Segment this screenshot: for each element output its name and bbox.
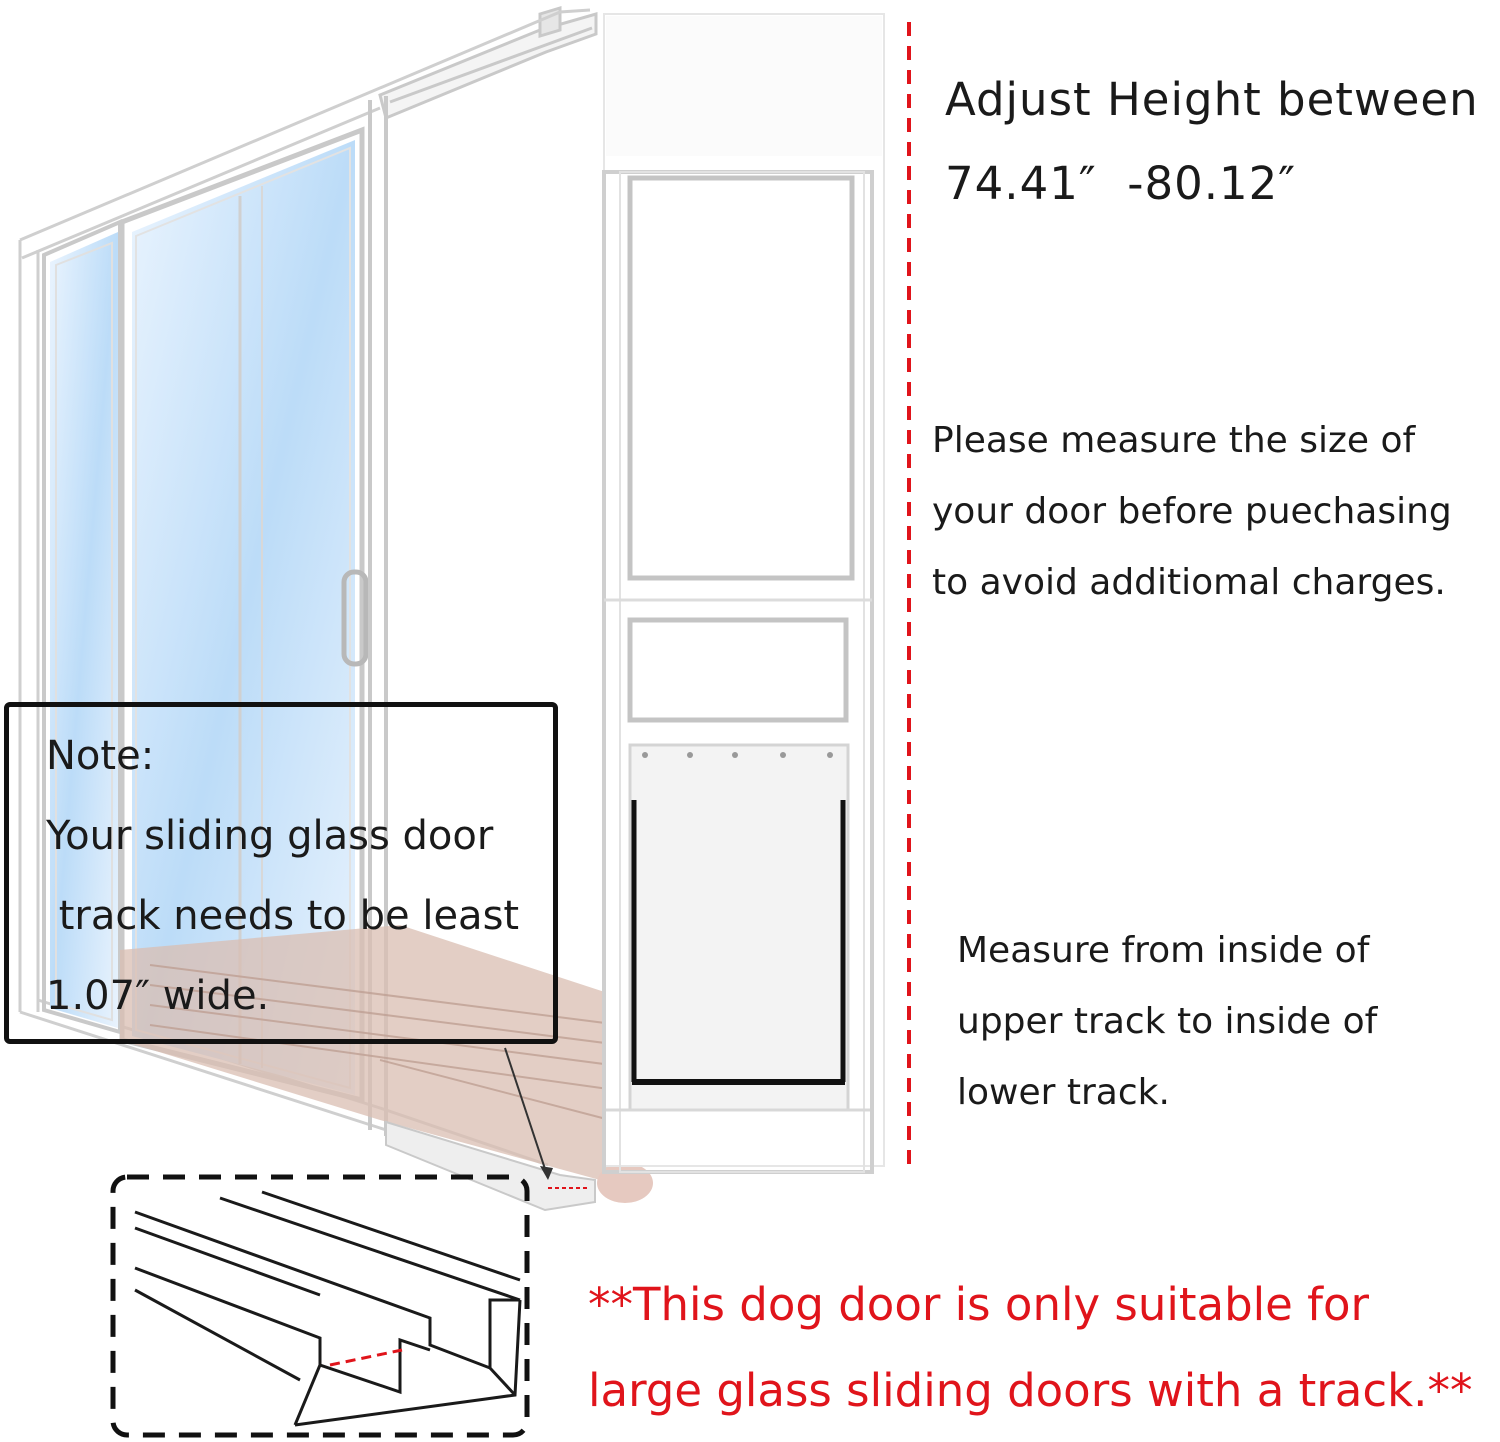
measure-size-line-3: to avoid additiomal charges. [932, 562, 1446, 603]
deck-floor [120, 925, 690, 1203]
note-line-2: track needs to be least [46, 893, 520, 939]
measure-size-line-2: your door before puechasing [932, 491, 1452, 532]
pet-flap [628, 743, 850, 1112]
measure-size-line-1: Please measure the size of [932, 420, 1416, 461]
measure-from-line-1: Measure from inside of [957, 930, 1370, 971]
warning-line-1: **This dog door is only suitable for [588, 1278, 1370, 1331]
upper-track-rail [378, 5, 598, 121]
note-line-1: Your sliding glass door [46, 813, 494, 859]
adjust-height-text: Adjust Height between 74.41″ -80.12″ [945, 58, 1479, 226]
suitability-warning: **This dog door is only suitable for lar… [588, 1262, 1472, 1434]
height-line-2: 74.41″ -80.12″ [945, 157, 1297, 210]
note-line-3: 1.07″ wide. [46, 973, 270, 1019]
height-line-1: Adjust Height between [945, 73, 1479, 126]
measure-from-line-3: lower track. [957, 1072, 1170, 1113]
pointer-arrow-icon [540, 1166, 553, 1180]
track-detail-callout [110, 1174, 530, 1438]
measure-size-text: Please measure the size of your door bef… [932, 405, 1452, 618]
note-text: Note: Your sliding glass door track need… [46, 716, 519, 1036]
measure-from-line-2: upper track to inside of [957, 1001, 1378, 1042]
measure-from-text: Measure from inside of upper track to in… [957, 915, 1377, 1128]
note-box [4, 702, 558, 1044]
note-title: Note: [46, 733, 155, 779]
door-handle-icon [341, 569, 369, 667]
bottom-track [385, 1047, 596, 1212]
warning-line-2: large glass sliding doors with a track.*… [588, 1364, 1473, 1417]
pet-door-insert [602, 13, 885, 1174]
